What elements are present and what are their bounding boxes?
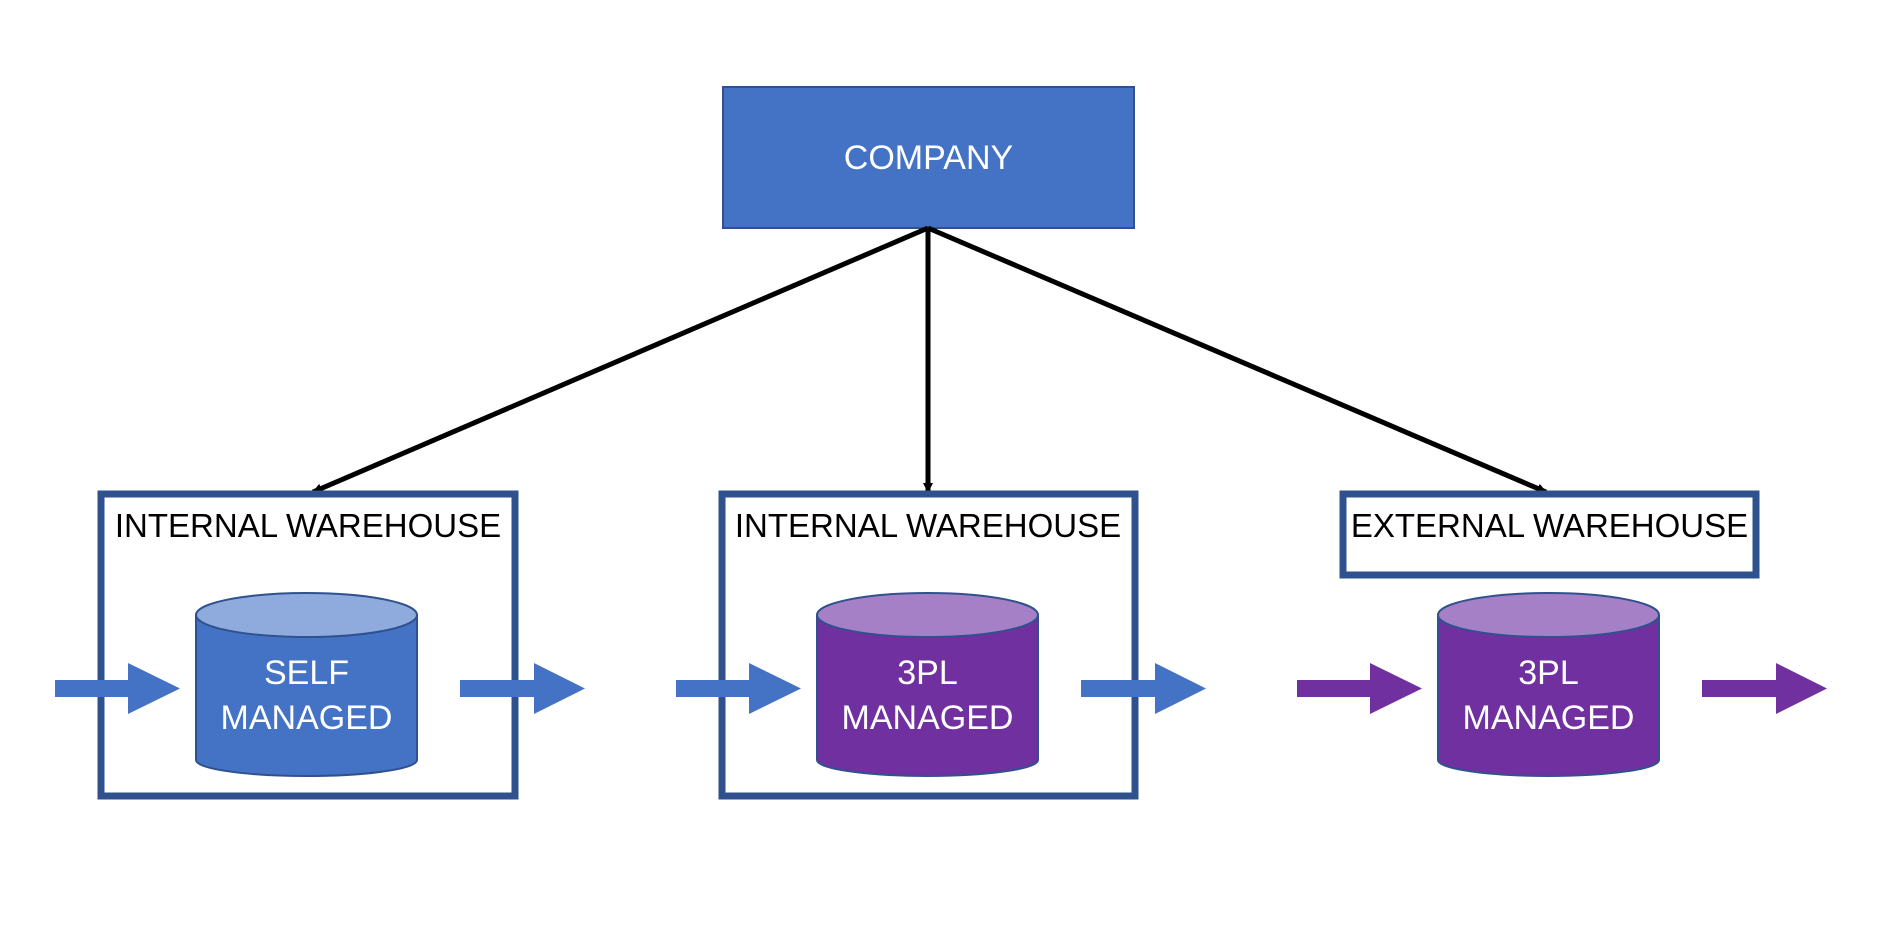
warehouse-2: INTERNAL WAREHOUSE 3PL MANAGED: [676, 490, 1206, 800]
inbound-arrow: [1297, 663, 1422, 714]
storage-label-line1: SELF: [264, 654, 349, 692]
warehouse-title: INTERNAL WAREHOUSE: [735, 507, 1121, 544]
outbound-arrow: [1081, 663, 1206, 714]
inbound-arrow: [676, 663, 801, 714]
warehouse-title: EXTERNAL WAREHOUSE: [1351, 507, 1748, 544]
storage-label-line2: MANAGED: [1463, 699, 1635, 737]
warehouse-title: INTERNAL WAREHOUSE: [115, 507, 501, 544]
warehouse-1: INTERNAL WAREHOUSE SELF MANAGED: [55, 490, 585, 800]
storage-label-line1: 3PL: [897, 654, 958, 692]
storage-cylinder: SELF MANAGED: [195, 592, 418, 777]
storage-label-line1: 3PL: [1518, 654, 1579, 692]
connector-to-warehouse-1: [312, 225, 929, 495]
storage-label-line2: MANAGED: [842, 699, 1014, 737]
storage-cylinder: 3PL MANAGED: [1437, 592, 1660, 777]
connectors: [312, 225, 1547, 495]
warehouse-3: EXTERNAL WAREHOUSE 3PL MANAGED: [1297, 490, 1827, 777]
warehouse-frame: [718, 490, 1139, 800]
connector-to-warehouse-3: [927, 225, 1547, 495]
outbound-arrow: [1702, 663, 1827, 714]
outbound-arrow: [460, 663, 585, 714]
inbound-arrow: [55, 663, 180, 714]
storage-cylinder: 3PL MANAGED: [816, 592, 1039, 777]
company-node: COMPANY: [722, 86, 1135, 229]
warehouse-title-box: [1339, 490, 1760, 579]
warehouse-frame: [97, 490, 519, 800]
company-label: COMPANY: [844, 139, 1013, 177]
storage-label-line2: MANAGED: [221, 699, 393, 737]
